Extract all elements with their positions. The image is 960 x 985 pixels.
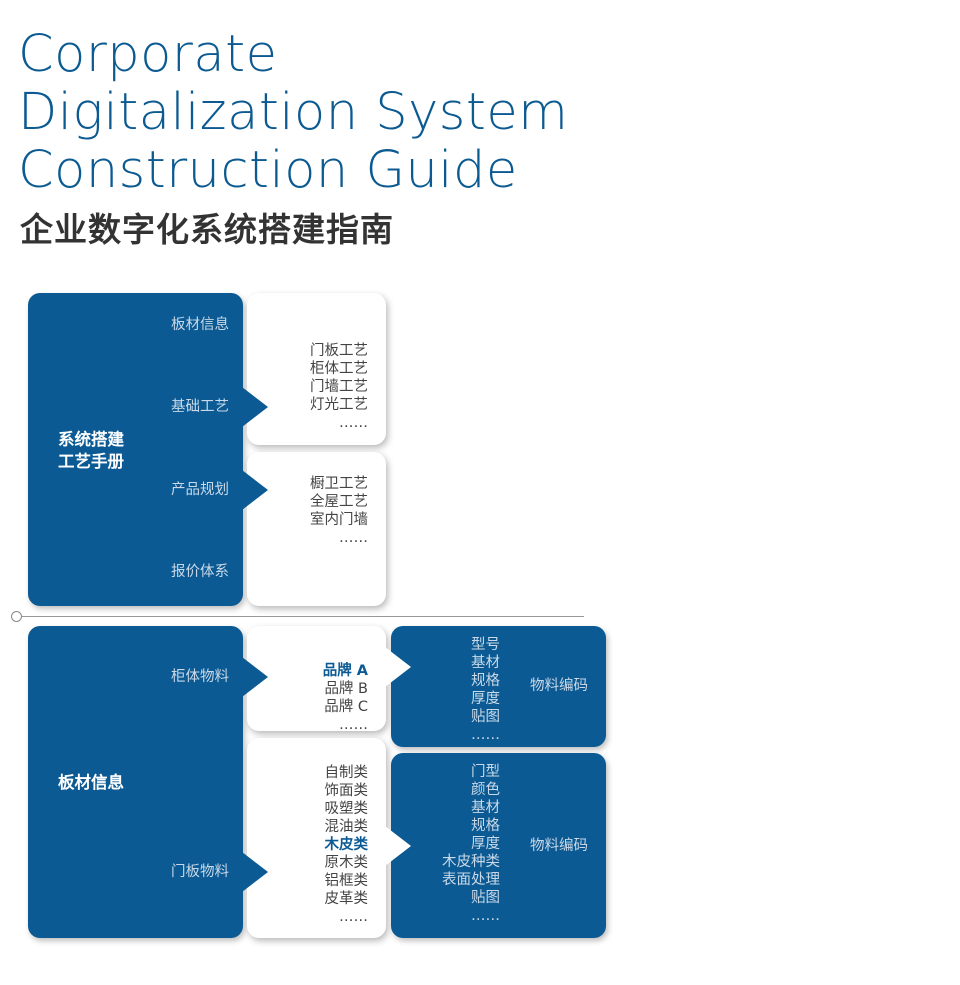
section1-title: 系统搭建 工艺手册 [58,429,124,473]
cabinet-material-box [247,626,386,731]
divider-circle [11,611,22,622]
list-item: 饰面类 [324,783,369,799]
list-item: 木皮种类 [442,854,500,870]
basic-craft-list: 门板工艺 柜体工艺 门墙工艺 灯光工艺 …… [248,342,368,432]
list-item: 贴图 [471,890,500,906]
basic-craft-box [247,293,386,445]
label-cabinet-material: 柜体物料 [171,669,229,685]
divider-line [22,616,584,617]
board-info-panel [28,626,243,938]
door-type-list: 自制类 饰面类 吸塑类 混油类 木皮类 原木类 铝框类 皮革类 …… [248,764,369,926]
list-item: 吸塑类 [324,801,369,817]
brand-list: 品牌 A 品牌 B 品牌 C …… [248,662,368,734]
list-item: 基材 [471,800,500,816]
list-item-selected: 品牌 A [322,663,368,679]
list-item: 门型 [471,764,500,780]
list-item: 铝框类 [324,873,369,889]
title-chinese: 企业数字化系统搭建指南 [20,210,394,249]
title-line-1: Corporate [18,25,278,84]
list-item: 门墙工艺 [310,379,368,395]
list-item: 橱卫工艺 [310,476,368,492]
list-item-more: …… [339,909,368,925]
section1-title-line1: 系统搭建 [58,430,124,449]
door-material-box [247,738,386,938]
section1-title-line2: 工艺手册 [58,452,124,471]
title-line-2: Digitalization System [18,83,569,142]
list-item-more: …… [339,415,368,431]
door-attrs-box [391,753,606,938]
label-basic-craft: 基础工艺 [171,399,229,415]
list-item: 型号 [471,637,500,653]
list-item: 品牌 C [324,699,368,715]
product-plan-box [247,452,386,606]
label-product-plan: 产品规划 [171,482,229,498]
list-item-more: …… [339,717,368,733]
list-item: 原木类 [324,855,369,871]
label-door-material: 门板物料 [171,864,229,880]
list-item: 自制类 [324,765,369,781]
list-item: 柜体工艺 [310,361,368,377]
list-item: 混油类 [324,819,369,835]
craft-manual-panel [28,293,243,606]
section2-title: 板材信息 [58,773,124,792]
cabinet-attrs-box [391,626,606,747]
list-item: 表面处理 [442,872,500,888]
list-item-more: …… [471,727,500,743]
list-item: 规格 [471,673,500,689]
title-line-3: Construction Guide [18,141,518,200]
product-plan-list: 橱卫工艺 全屋工艺 室内门墙 …… [248,475,368,547]
list-item: 贴图 [471,709,500,725]
label-board-info: 板材信息 [171,317,229,333]
list-item: 灯光工艺 [310,397,368,413]
cabinet-attr-list: 型号 基材 规格 厚度 贴图 …… [380,636,500,744]
list-item: 厚度 [471,691,500,707]
list-item: 厚度 [471,836,500,852]
list-item: 门板工艺 [310,343,368,359]
list-item-selected: 木皮类 [324,837,369,853]
list-item: 规格 [471,818,500,834]
list-item: 皮革类 [324,891,369,907]
list-item: 基材 [471,655,500,671]
label-quote-system: 报价体系 [171,564,229,580]
list-item: 室内门墙 [310,512,368,528]
list-item: 全屋工艺 [310,494,368,510]
list-item-more: …… [471,908,500,924]
list-item: 颜色 [471,782,500,798]
door-attr-list: 门型 颜色 基材 规格 厚度 木皮种类 表面处理 贴图 …… [380,763,500,925]
list-item-more: …… [339,530,368,546]
material-code-label-1: 物料编码 [530,678,588,694]
list-item: 品牌 B [324,681,368,697]
material-code-label-2: 物料编码 [530,838,588,854]
